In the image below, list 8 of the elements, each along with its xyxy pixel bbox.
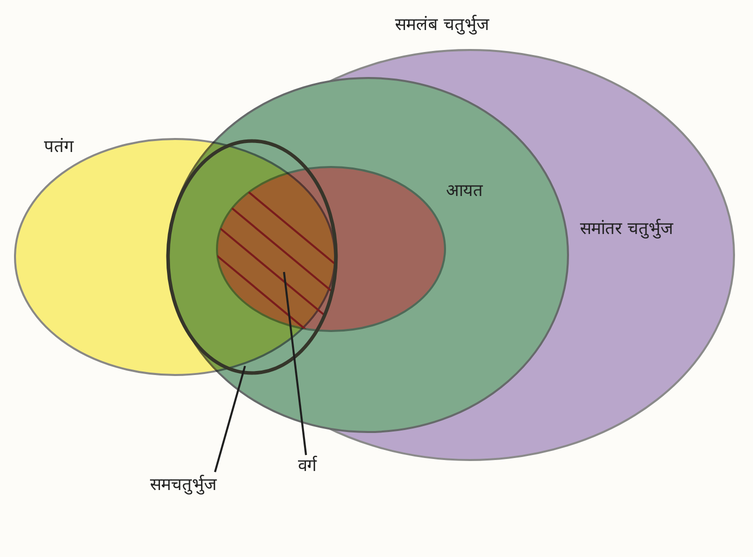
leader-label: वर्ग <box>298 455 317 477</box>
leader-line <box>283 272 307 456</box>
leader-line <box>214 366 246 472</box>
set-label: समांतर चतुर्भुज <box>580 218 674 240</box>
set-label: पतंग <box>44 136 74 158</box>
set-label: समलंब चतुर्भुज <box>395 14 490 36</box>
leader-label: समचतुर्भुज <box>150 474 217 496</box>
set-label: आयत <box>446 180 483 202</box>
